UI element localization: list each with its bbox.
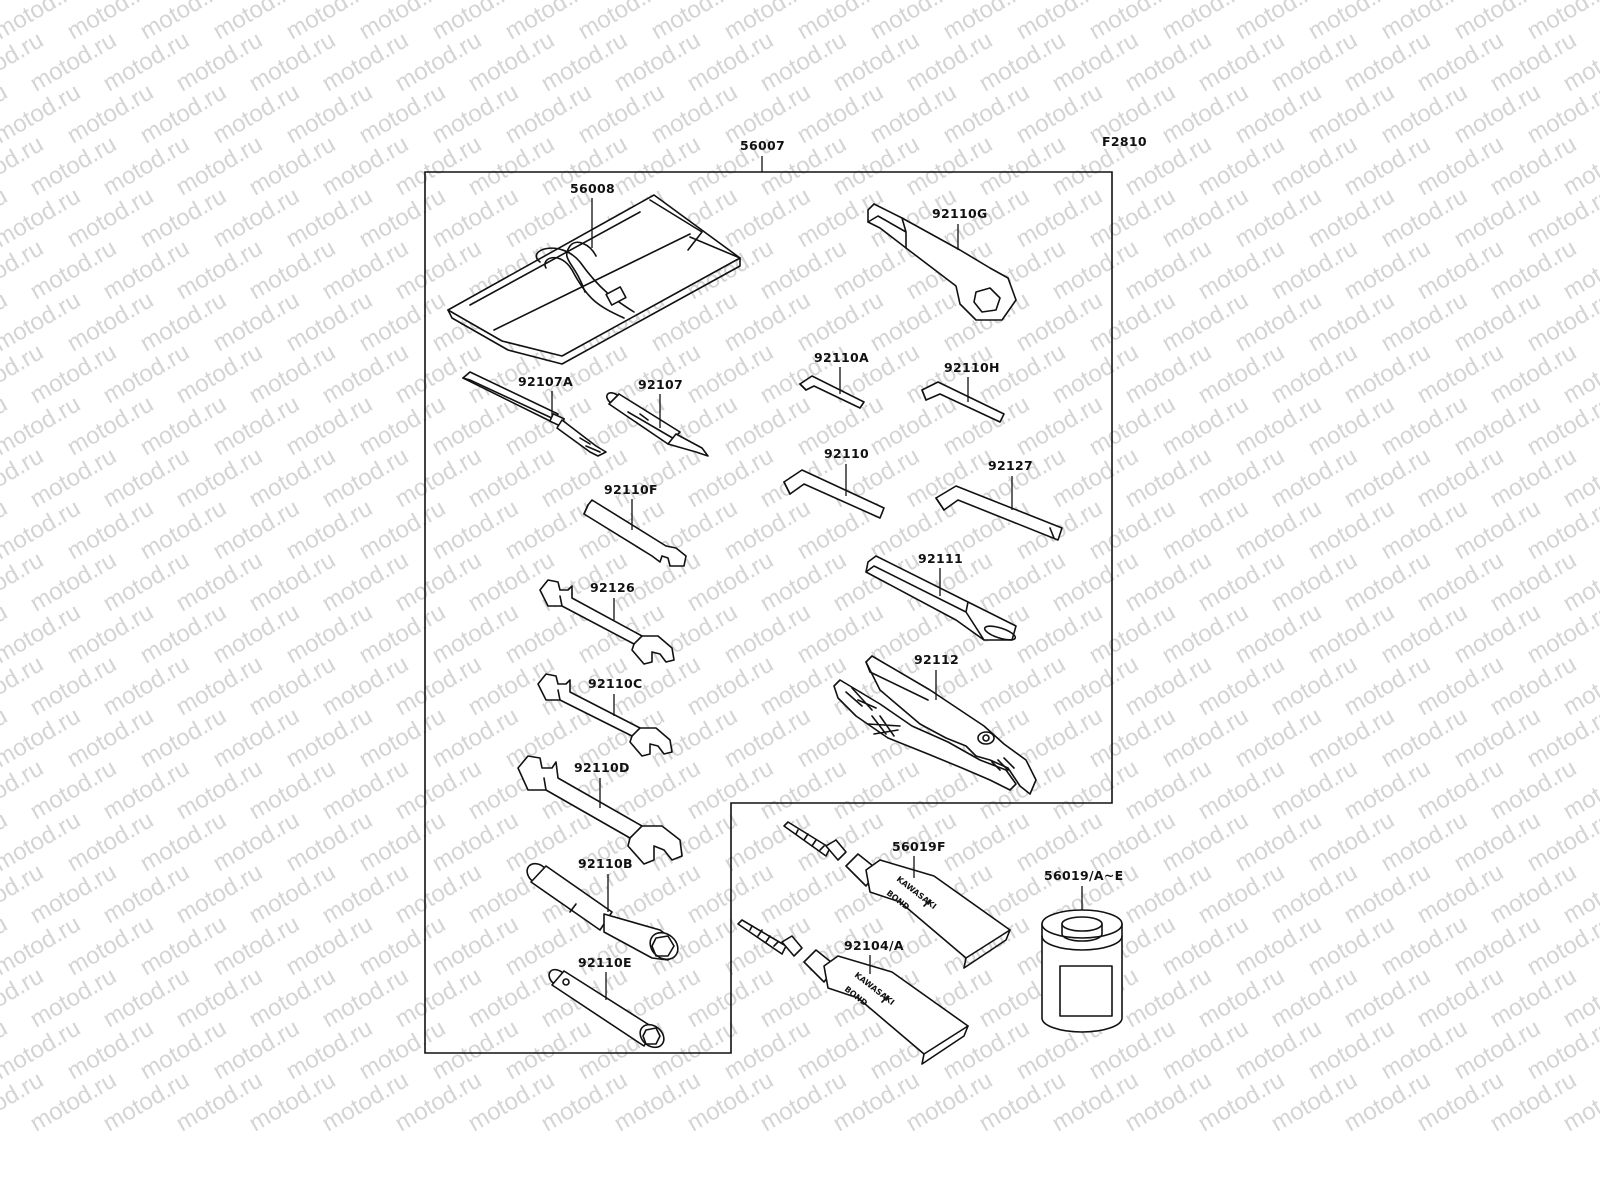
ring-spanner-92110G-part [867,203,1017,321]
label-92107A: 92107A [518,374,573,389]
hex-key-92110-part [783,469,885,519]
wrench-92110D-part [517,755,683,865]
bond-tube-92104A-part: KAWASAKI BOND [737,919,969,1065]
label-92111: 92111 [918,551,963,566]
label-92110: 92110 [824,446,869,461]
tool-bag-part [447,194,741,365]
can-56019AE-part [1041,909,1123,1033]
label-56008: 56008 [570,181,615,196]
wrench-92126-part [539,579,675,665]
pliers-92112-part [833,655,1037,795]
hex-key-92110H-part [921,381,1005,423]
label-92110H: 92110H [944,360,1000,375]
box-spanner-92110B-part [526,862,679,961]
extension-bar-92111-part [865,555,1017,641]
box-spanner-92110E-part [548,968,665,1049]
bond-tube-56019F-part: KAWASAKI BOND [783,821,1011,969]
watermark-text: motod.ru [1596,0,1600,45]
hex-key-92127-part [935,485,1063,541]
label-92127: 92127 [988,458,1033,473]
figure-code: F2810 [1102,134,1147,149]
label-92110A: 92110A [814,350,869,365]
label-92110F: 92110F [604,482,658,497]
kit-label: 56007 [740,138,785,153]
label-92110G: 92110G [932,206,988,221]
label-92126: 92126 [590,580,635,595]
label-92110B: 92110B [578,856,633,871]
label-92110C: 92110C [588,676,642,691]
wrench-92110C-part [537,673,673,757]
watermark-layer: motod.rumotod.rumotod.rumotod.rumotod.ru… [0,0,1600,1137]
screwdriver-92107-part [606,392,709,457]
label-92107: 92107 [638,377,683,392]
spanner-92110F-part [583,499,687,567]
label-92110E: 92110E [578,955,632,970]
label-92104A: 92104/A [844,938,904,953]
label-92112: 92112 [914,652,959,667]
hex-key-92110A-part [799,375,865,409]
label-56019F: 56019F [892,839,946,854]
label-92110D: 92110D [574,760,630,775]
screwdriver-92107A-part [462,371,607,457]
label-56019AE: 56019/A~E [1044,868,1123,883]
kit-frame [424,171,1113,1054]
